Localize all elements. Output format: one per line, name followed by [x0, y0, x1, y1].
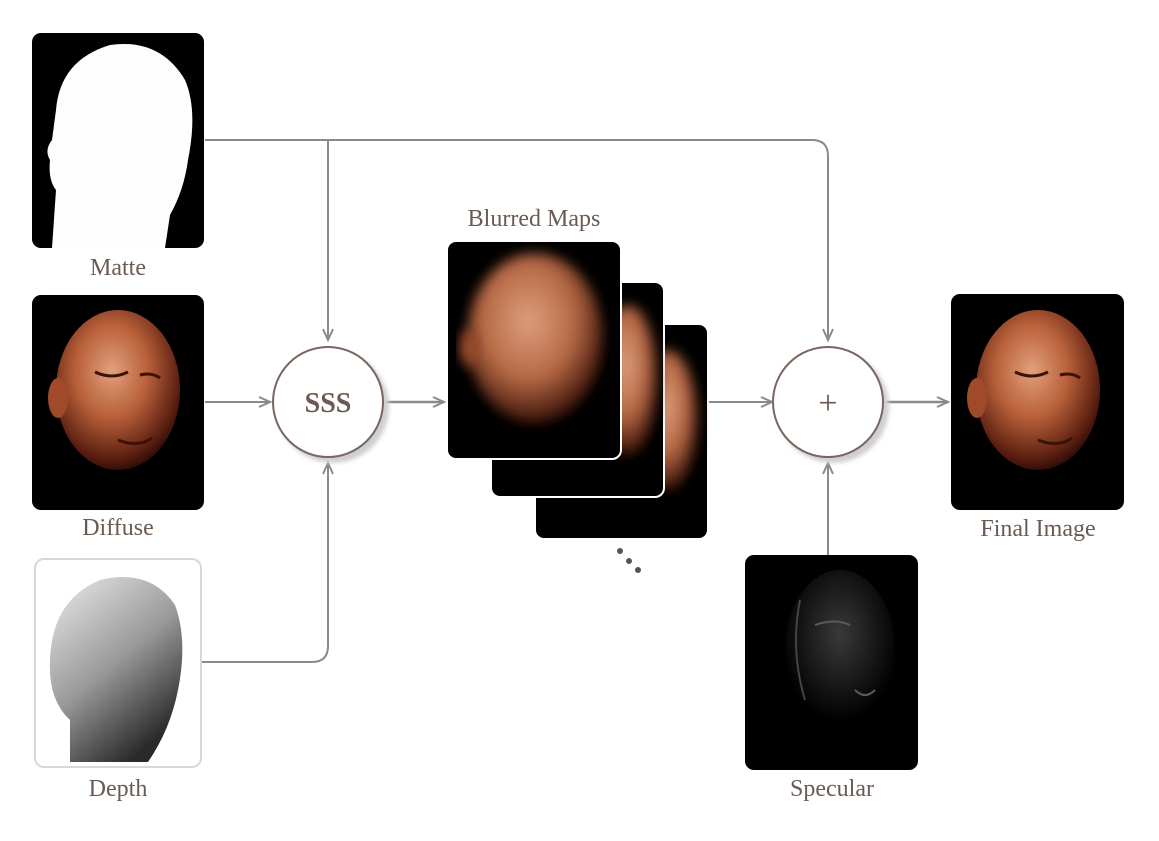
- plus-label: +: [818, 385, 837, 422]
- matte-label: Matte: [90, 255, 146, 281]
- depth-to-sss-connector: [202, 463, 328, 663]
- matte-image: [32, 33, 204, 248]
- matte-to-plus-connector: [205, 139, 828, 340]
- specular-label: Specular: [790, 776, 874, 802]
- specular-image: [745, 555, 918, 770]
- final-image-label: Final Image: [980, 516, 1096, 542]
- sss-label: SSS: [305, 388, 352, 419]
- depth-image: [34, 558, 202, 768]
- diffuse-label: Diffuse: [82, 515, 154, 541]
- add-operator: +: [772, 346, 889, 463]
- blurred-maps-label: Blurred Maps: [467, 206, 601, 232]
- depth-label: Depth: [88, 776, 148, 802]
- sss-operator: SSS: [272, 346, 389, 463]
- blurred-map-1: [446, 240, 622, 460]
- connectors: [202, 139, 948, 663]
- final-image: [951, 294, 1124, 510]
- more-maps-ellipsis: [617, 548, 641, 573]
- diffuse-image: [32, 295, 204, 510]
